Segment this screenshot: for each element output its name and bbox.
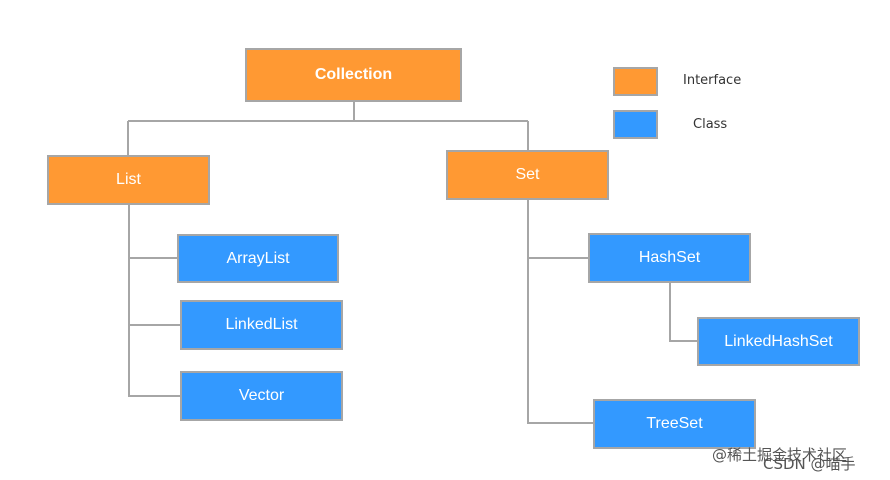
watermark-csdn: CSDN @喵手 <box>763 455 856 473</box>
legend-class-swatch <box>613 110 658 139</box>
watermark-juejin: @稀土掘金技术社区 <box>712 446 848 464</box>
node-hashset: HashSet <box>588 233 751 283</box>
node-treeset: TreeSet <box>593 399 756 449</box>
node-linkedlist: LinkedList <box>180 300 343 350</box>
node-set: Set <box>446 150 609 200</box>
legend-class-label: Class <box>693 117 728 132</box>
legend-interface-swatch <box>613 67 658 96</box>
node-vector: Vector <box>180 371 343 421</box>
node-linkedhashset: LinkedHashSet <box>697 317 860 366</box>
node-collection: Collection <box>245 48 462 102</box>
node-list: List <box>47 155 210 205</box>
node-arraylist: ArrayList <box>177 234 339 283</box>
legend-interface-label: Interface <box>683 73 742 88</box>
connector-to-linkedhashset <box>669 282 698 342</box>
